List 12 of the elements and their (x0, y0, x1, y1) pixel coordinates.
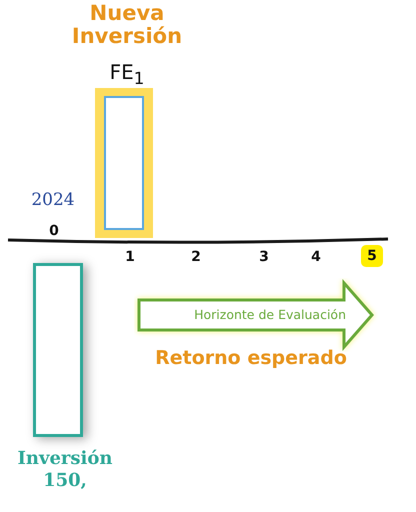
tick-label: 2 (190, 249, 202, 265)
tick-label: 4 (310, 249, 322, 265)
arrow-text: Horizonte de Evaluación (193, 307, 346, 322)
highlighted-tick-label: 5 (361, 245, 383, 267)
tick-label: 1 (124, 249, 136, 265)
tick-label: 3 (258, 249, 270, 265)
tick-label: 0 (48, 223, 60, 239)
heading-text: Nueva Inversión (70, 2, 184, 48)
heading-text: Retorno esperado (154, 347, 348, 369)
year-label: 2024 (30, 190, 76, 210)
investment-label: Inversión 150, (16, 448, 114, 492)
flow-label: FE$_{1}$ (108, 60, 146, 88)
